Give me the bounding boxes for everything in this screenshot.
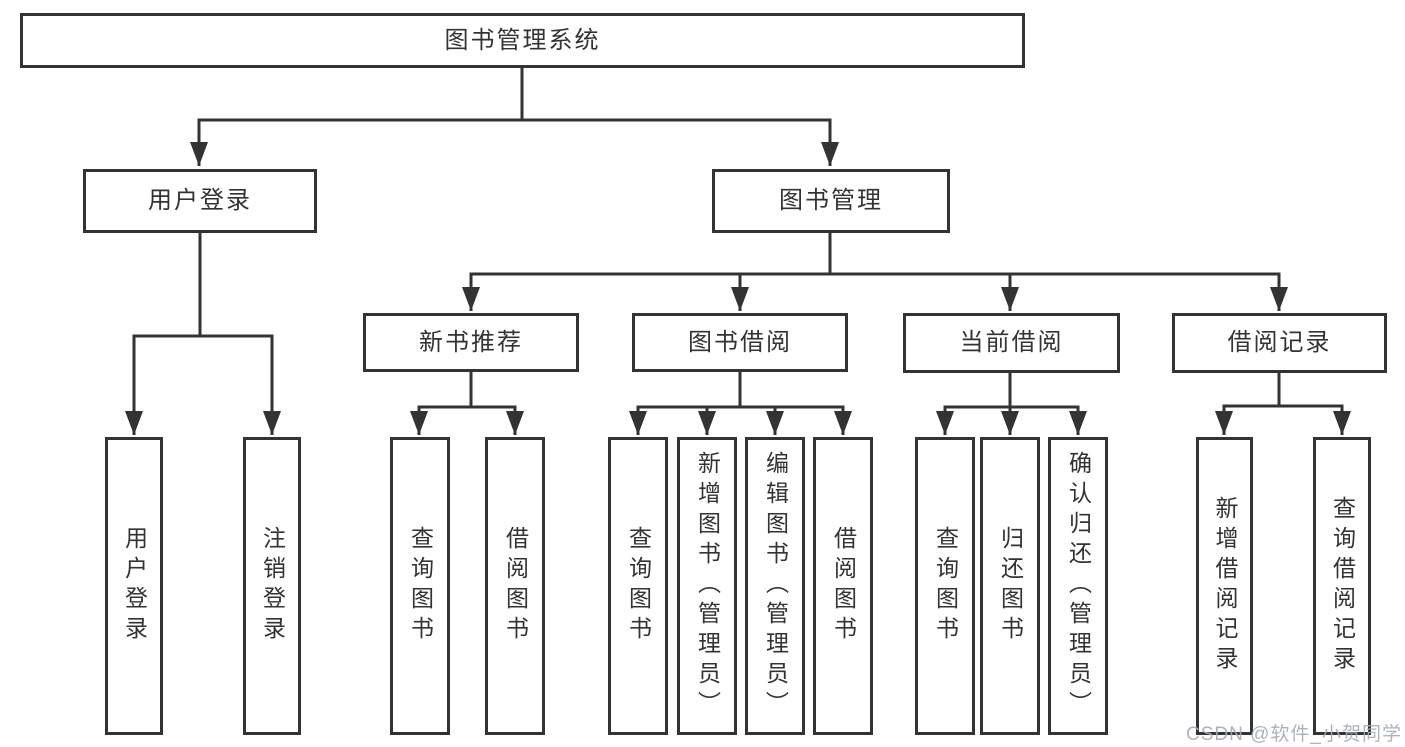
leaf-records-query-borrow-record: 查询借阅记录: [1313, 437, 1371, 735]
leaf-current-query-books: 查询图书: [915, 437, 975, 735]
leaf-newbook-query-books: 查询图书: [390, 437, 450, 735]
node-book-management: 图书管理: [712, 169, 950, 233]
leaf-borrow-add-books-admin: 新增图书（管理员）: [677, 437, 737, 735]
leaf-user-login: 用户登录: [105, 437, 163, 735]
node-user-login: 用户登录: [83, 169, 317, 233]
node-library-system: 图书管理系统: [20, 13, 1025, 68]
node-current-borrow: 当前借阅: [903, 313, 1120, 373]
leaf-borrow-borrow-books: 借阅图书: [813, 437, 873, 735]
leaf-newbook-borrow-books: 借阅图书: [485, 437, 545, 735]
leaf-borrow-query-books: 查询图书: [608, 437, 668, 735]
csdn-watermark: CSDN @软件_小贺同学: [1186, 724, 1402, 745]
leaf-current-return-books: 归还图书: [980, 437, 1040, 735]
leaf-borrow-edit-books-admin: 编辑图书（管理员）: [745, 437, 805, 735]
leaf-current-confirm-return-admin: 确认归还（管理员）: [1048, 437, 1108, 735]
node-borrow-records: 借阅记录: [1172, 313, 1387, 373]
node-book-borrow: 图书借阅: [632, 313, 848, 372]
node-new-book-recommend: 新书推荐: [363, 313, 579, 372]
leaf-logout: 注销登录: [243, 437, 301, 735]
leaf-records-add-borrow-record: 新增借阅记录: [1196, 437, 1253, 735]
